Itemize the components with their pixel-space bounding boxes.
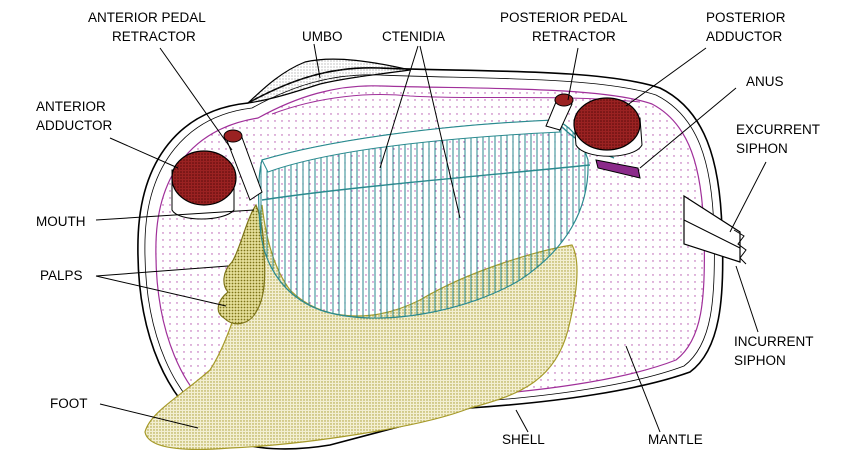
anterior-pedal-retractor bbox=[223, 129, 263, 201]
anus bbox=[595, 159, 641, 179]
label-posterior-adductor-1: POSTERIOR bbox=[706, 10, 786, 25]
label-posterior-pedal-retractor-2: RETRACTOR bbox=[532, 29, 616, 44]
label-posterior-adductor-2: ADDUCTOR bbox=[706, 29, 783, 44]
posterior-adductor bbox=[573, 97, 643, 157]
label-shell: SHELL bbox=[502, 432, 545, 447]
label-anterior-adductor-1: ANTERIOR bbox=[36, 99, 106, 114]
leader-lines bbox=[95, 43, 767, 433]
label-anterior-pedal-retractor-1: ANTERIOR PEDAL bbox=[88, 10, 206, 25]
labels: ANTERIOR PEDAL RETRACTOR UMBO CTENIDIA P… bbox=[36, 10, 820, 447]
label-foot: FOOT bbox=[50, 396, 88, 411]
palps bbox=[217, 203, 266, 325]
label-umbo: UMBO bbox=[302, 29, 343, 44]
label-mantle: MANTLE bbox=[648, 432, 703, 447]
label-excurrent-siphon-2: SIPHON bbox=[736, 141, 788, 156]
anterior-adductor bbox=[171, 150, 237, 220]
label-mouth: MOUTH bbox=[36, 214, 86, 229]
label-anus: ANUS bbox=[746, 74, 784, 89]
label-incurrent-siphon-1: INCURRENT bbox=[734, 334, 814, 349]
label-palps: PALPS bbox=[40, 268, 83, 283]
label-excurrent-siphon-1: EXCURRENT bbox=[736, 122, 820, 137]
ctenidia bbox=[258, 119, 615, 319]
label-posterior-pedal-retractor-1: POSTERIOR PEDAL bbox=[500, 10, 628, 25]
label-ctenidia: CTENIDIA bbox=[382, 29, 445, 44]
label-anterior-adductor-2: ADDUCTOR bbox=[36, 118, 113, 133]
label-incurrent-siphon-2: SIPHON bbox=[734, 353, 786, 368]
umbo bbox=[246, 58, 411, 104]
siphon bbox=[683, 194, 747, 265]
label-anterior-pedal-retractor-2: RETRACTOR bbox=[112, 29, 196, 44]
